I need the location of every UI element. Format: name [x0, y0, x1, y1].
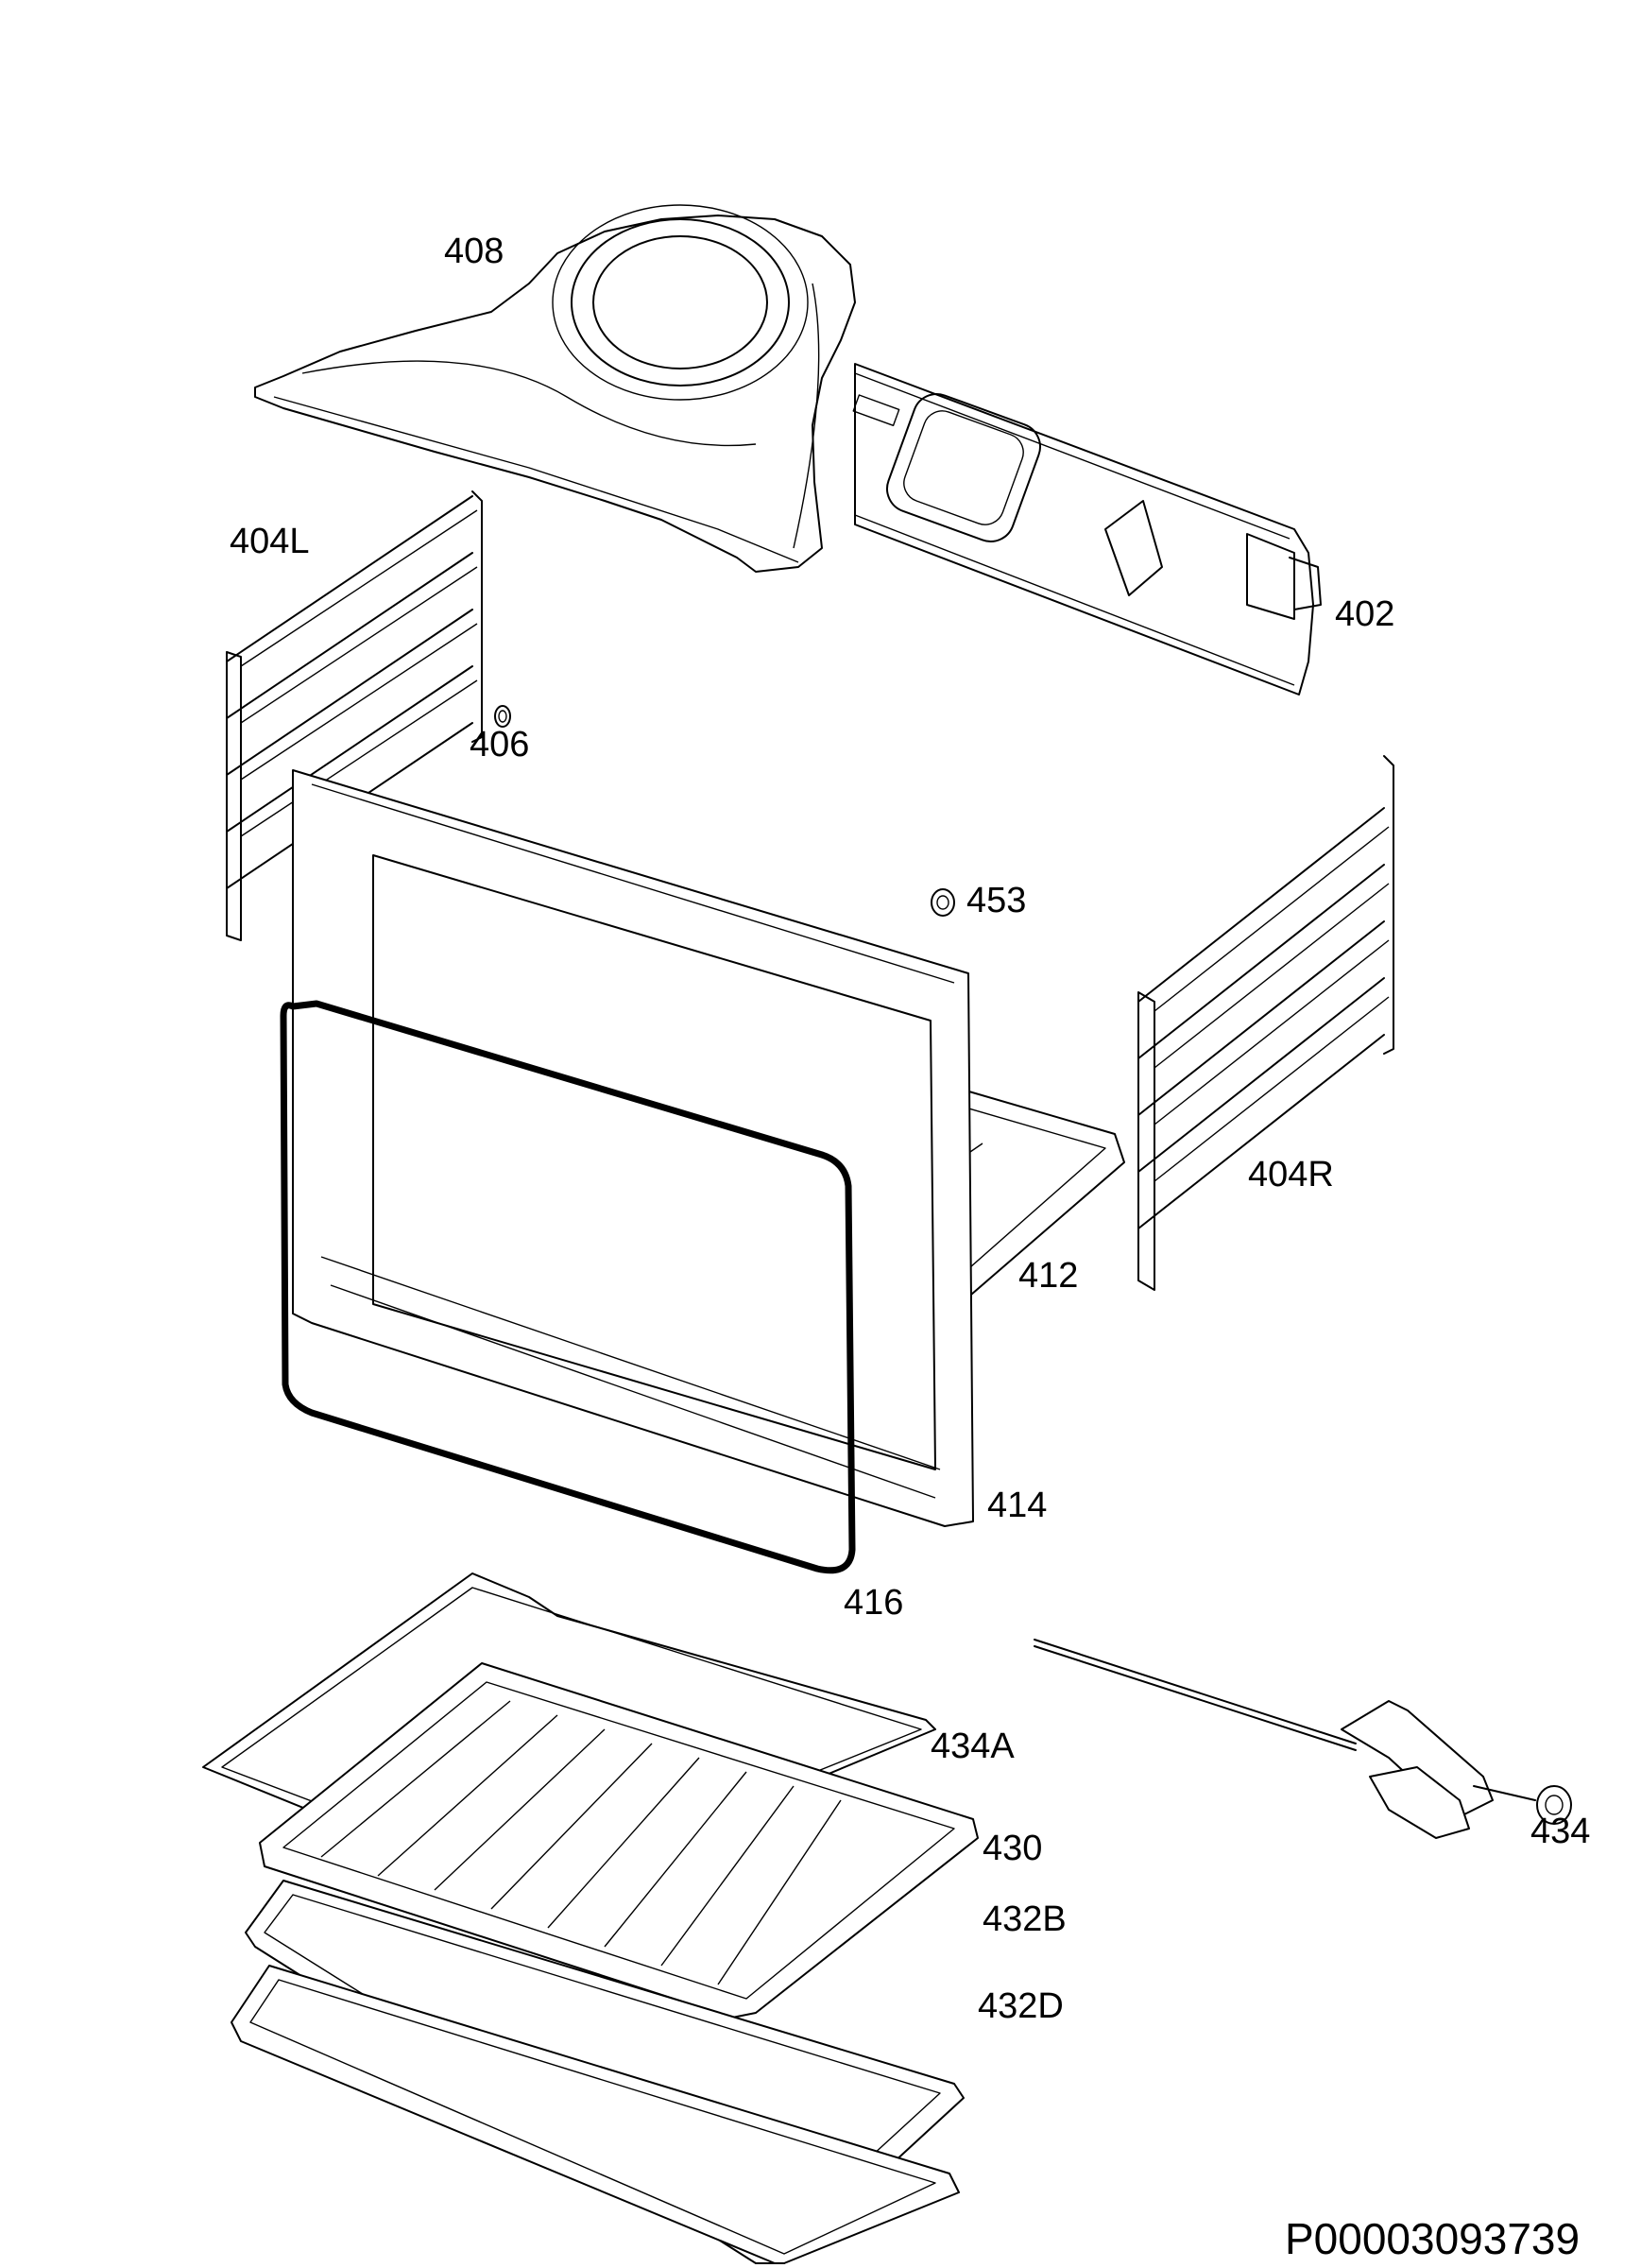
part-406-screw [494, 705, 511, 728]
part-432D-deep-tray [231, 1965, 960, 2264]
label-416: 416 [844, 1583, 903, 1623]
label-430: 430 [983, 1829, 1042, 1868]
label-412: 412 [1018, 1256, 1078, 1296]
label-408: 408 [444, 232, 504, 271]
label-404L: 404L [230, 522, 310, 561]
part-408-fan-cover [254, 204, 856, 573]
part-453-plug [931, 888, 955, 917]
part-414-front-frame [292, 769, 974, 1527]
drawing-code: P00003093739 [1285, 2214, 1580, 2263]
label-432D: 432D [978, 1986, 1064, 2026]
label-432B: 432B [983, 1899, 1067, 1939]
label-402: 402 [1335, 594, 1394, 634]
label-434: 434 [1530, 1812, 1590, 1851]
label-434A: 434A [931, 1727, 1015, 1766]
label-406: 406 [470, 725, 529, 765]
part-434-rotisserie-spit [1034, 1639, 1572, 1839]
part-404R-right-rack [1137, 755, 1394, 1291]
part-402-back-panel [852, 363, 1322, 696]
label-404R: 404R [1248, 1155, 1334, 1194]
label-414: 414 [987, 1486, 1047, 1525]
part-430-grill-rack [259, 1662, 979, 2019]
label-453: 453 [966, 881, 1026, 920]
part-416-door-seal [280, 1000, 856, 1574]
